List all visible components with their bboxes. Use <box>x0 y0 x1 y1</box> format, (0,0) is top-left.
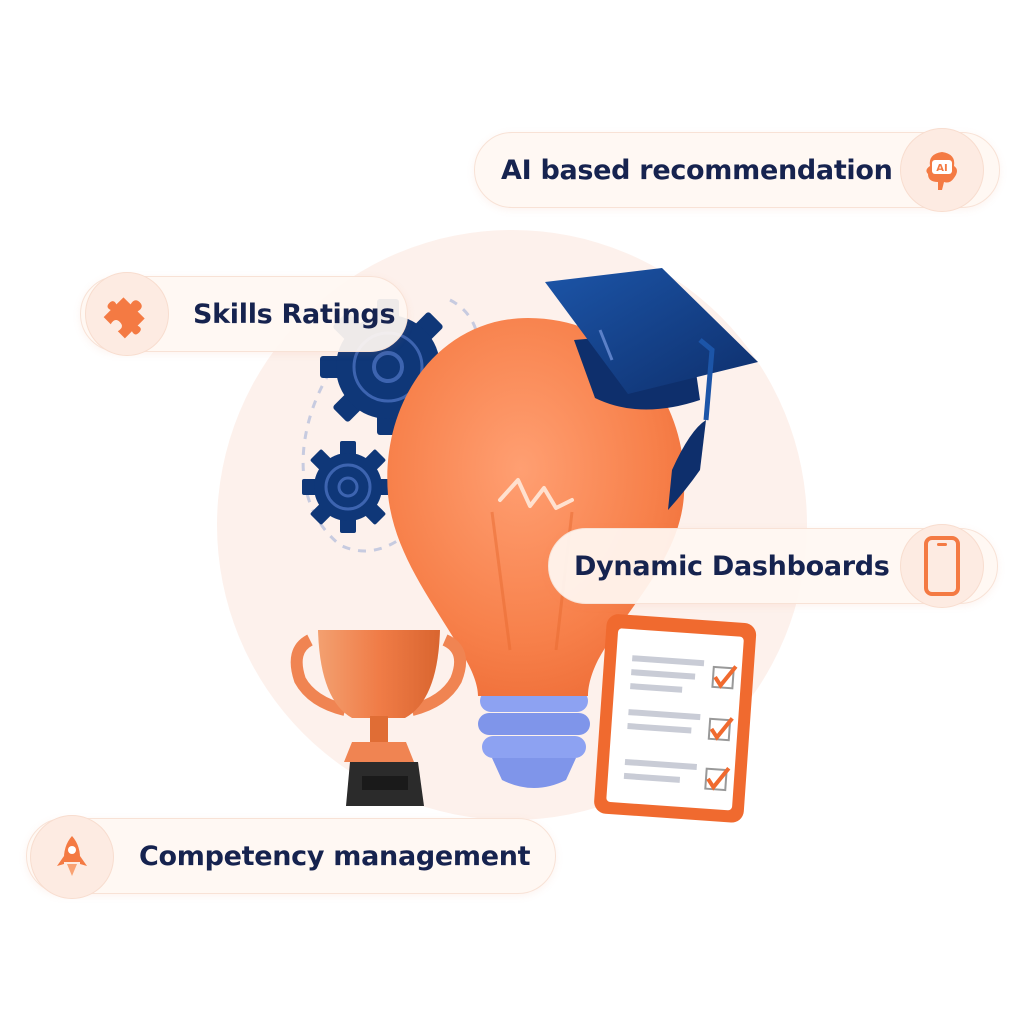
rocket-icon <box>30 815 114 899</box>
trophy-icon <box>290 630 467 806</box>
gear-orbit <box>301 371 422 553</box>
puzzle-piece-icon <box>85 272 169 356</box>
smartphone-icon <box>900 524 984 608</box>
ai-icon-text: AI <box>936 163 947 174</box>
brain-ai-icon: AI <box>900 128 984 212</box>
checklist-clipboard-icon <box>594 614 757 823</box>
feature-label-competency-management: Competency management <box>139 840 531 872</box>
feature-label-skills-ratings: Skills Ratings <box>193 298 396 330</box>
feature-label-ai-recommendation: AI based recommendation <box>501 154 893 186</box>
feature-label-dynamic-dashboards: Dynamic Dashboards <box>574 550 890 582</box>
graduation-cap-icon <box>545 268 758 510</box>
bulb-filament <box>498 478 574 510</box>
feature-pill-competency-management: Competency management <box>26 818 556 894</box>
small-gear-icon <box>302 441 394 533</box>
